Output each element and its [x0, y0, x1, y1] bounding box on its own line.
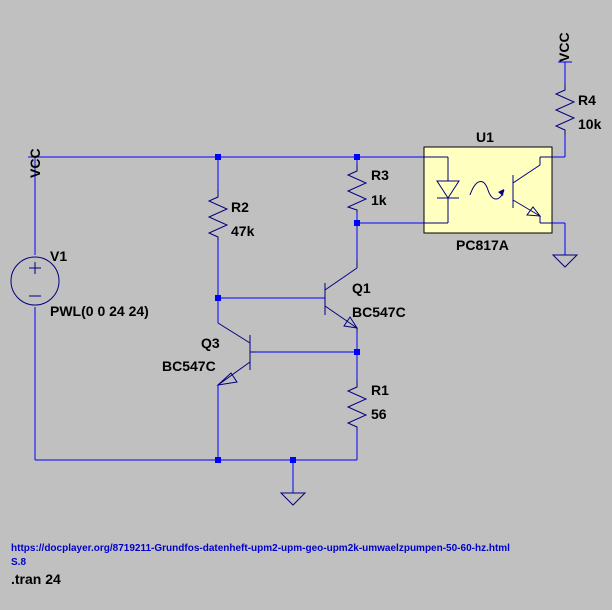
ground-icon[interactable]	[279, 492, 307, 506]
emitter-arrow-icon	[343, 316, 359, 329]
u1-optocoupler[interactable]	[423, 146, 553, 234]
net-label-vcc-top[interactable]: VCC	[556, 32, 572, 62]
junction-dot	[354, 154, 360, 160]
v1-ref-label: V1	[50, 248, 67, 264]
q3-value-label: BC547C	[162, 358, 216, 374]
r3-resistor[interactable]	[346, 164, 368, 213]
phototransistor-collector-icon	[512, 164, 541, 184]
r4-value-label: 10k	[578, 116, 602, 132]
source-circle-icon	[10, 256, 60, 306]
resistor-zigzag-icon	[207, 190, 229, 241]
r1-value-label: 56	[371, 406, 387, 422]
r1-resistor[interactable]	[346, 380, 368, 430]
v1-voltage-source[interactable]	[10, 256, 60, 306]
ground-icon[interactable]	[551, 254, 579, 268]
transistor-collector-icon	[217, 322, 251, 344]
q1-ref-label: Q1	[352, 280, 371, 296]
light-arrow-icon	[498, 189, 504, 196]
junctions	[215, 154, 360, 463]
r2-ref-label: R2	[231, 199, 249, 215]
u1-ref-label: U1	[476, 129, 494, 145]
v1-value-label: PWL(0 0 24 24)	[50, 303, 149, 319]
emitter-arrow-icon	[526, 206, 542, 217]
phototransistor-emitter-icon	[512, 199, 541, 217]
r4-resistor[interactable]	[554, 83, 576, 135]
junction-dot	[354, 220, 360, 226]
transistor-emitter-icon	[324, 305, 358, 329]
resistor-zigzag-icon	[346, 164, 368, 213]
transistor-emitter-icon	[217, 361, 251, 386]
transistor-collector-icon	[324, 267, 358, 291]
u1-value-label: PC817A	[456, 237, 509, 253]
q3-ref-label: Q3	[201, 335, 220, 351]
junction-dot	[215, 457, 221, 463]
resistor-zigzag-icon	[346, 380, 368, 430]
source-url-comment[interactable]: https://docplayer.org/8719211-Grundfos-d…	[11, 543, 510, 554]
led-diode-icon	[436, 180, 460, 199]
spice-tran-directive[interactable]: .tran 24	[11, 571, 61, 587]
r2-resistor[interactable]	[207, 190, 229, 241]
resistor-zigzag-icon	[554, 83, 576, 135]
emitter-arrow-icon	[216, 372, 238, 386]
light-wave-icon	[469, 181, 505, 200]
r3-value-label: 1k	[371, 192, 387, 208]
net-label-vcc-left[interactable]: VCC	[27, 148, 43, 178]
junction-dot	[354, 349, 360, 355]
junction-dot	[215, 154, 221, 160]
wires	[28, 61, 572, 493]
q1-transistor[interactable]	[324, 260, 359, 332]
r4-ref-label: R4	[578, 92, 596, 108]
r1-ref-label: R1	[371, 382, 389, 398]
r3-ref-label: R3	[371, 167, 389, 183]
q1-value-label: BC547C	[352, 304, 406, 320]
q3-transistor[interactable]	[216, 322, 256, 386]
junction-dot	[290, 457, 296, 463]
source-page-comment[interactable]: S.8	[11, 557, 26, 568]
r2-value-label: 47k	[231, 223, 255, 239]
junction-dot	[215, 295, 221, 301]
